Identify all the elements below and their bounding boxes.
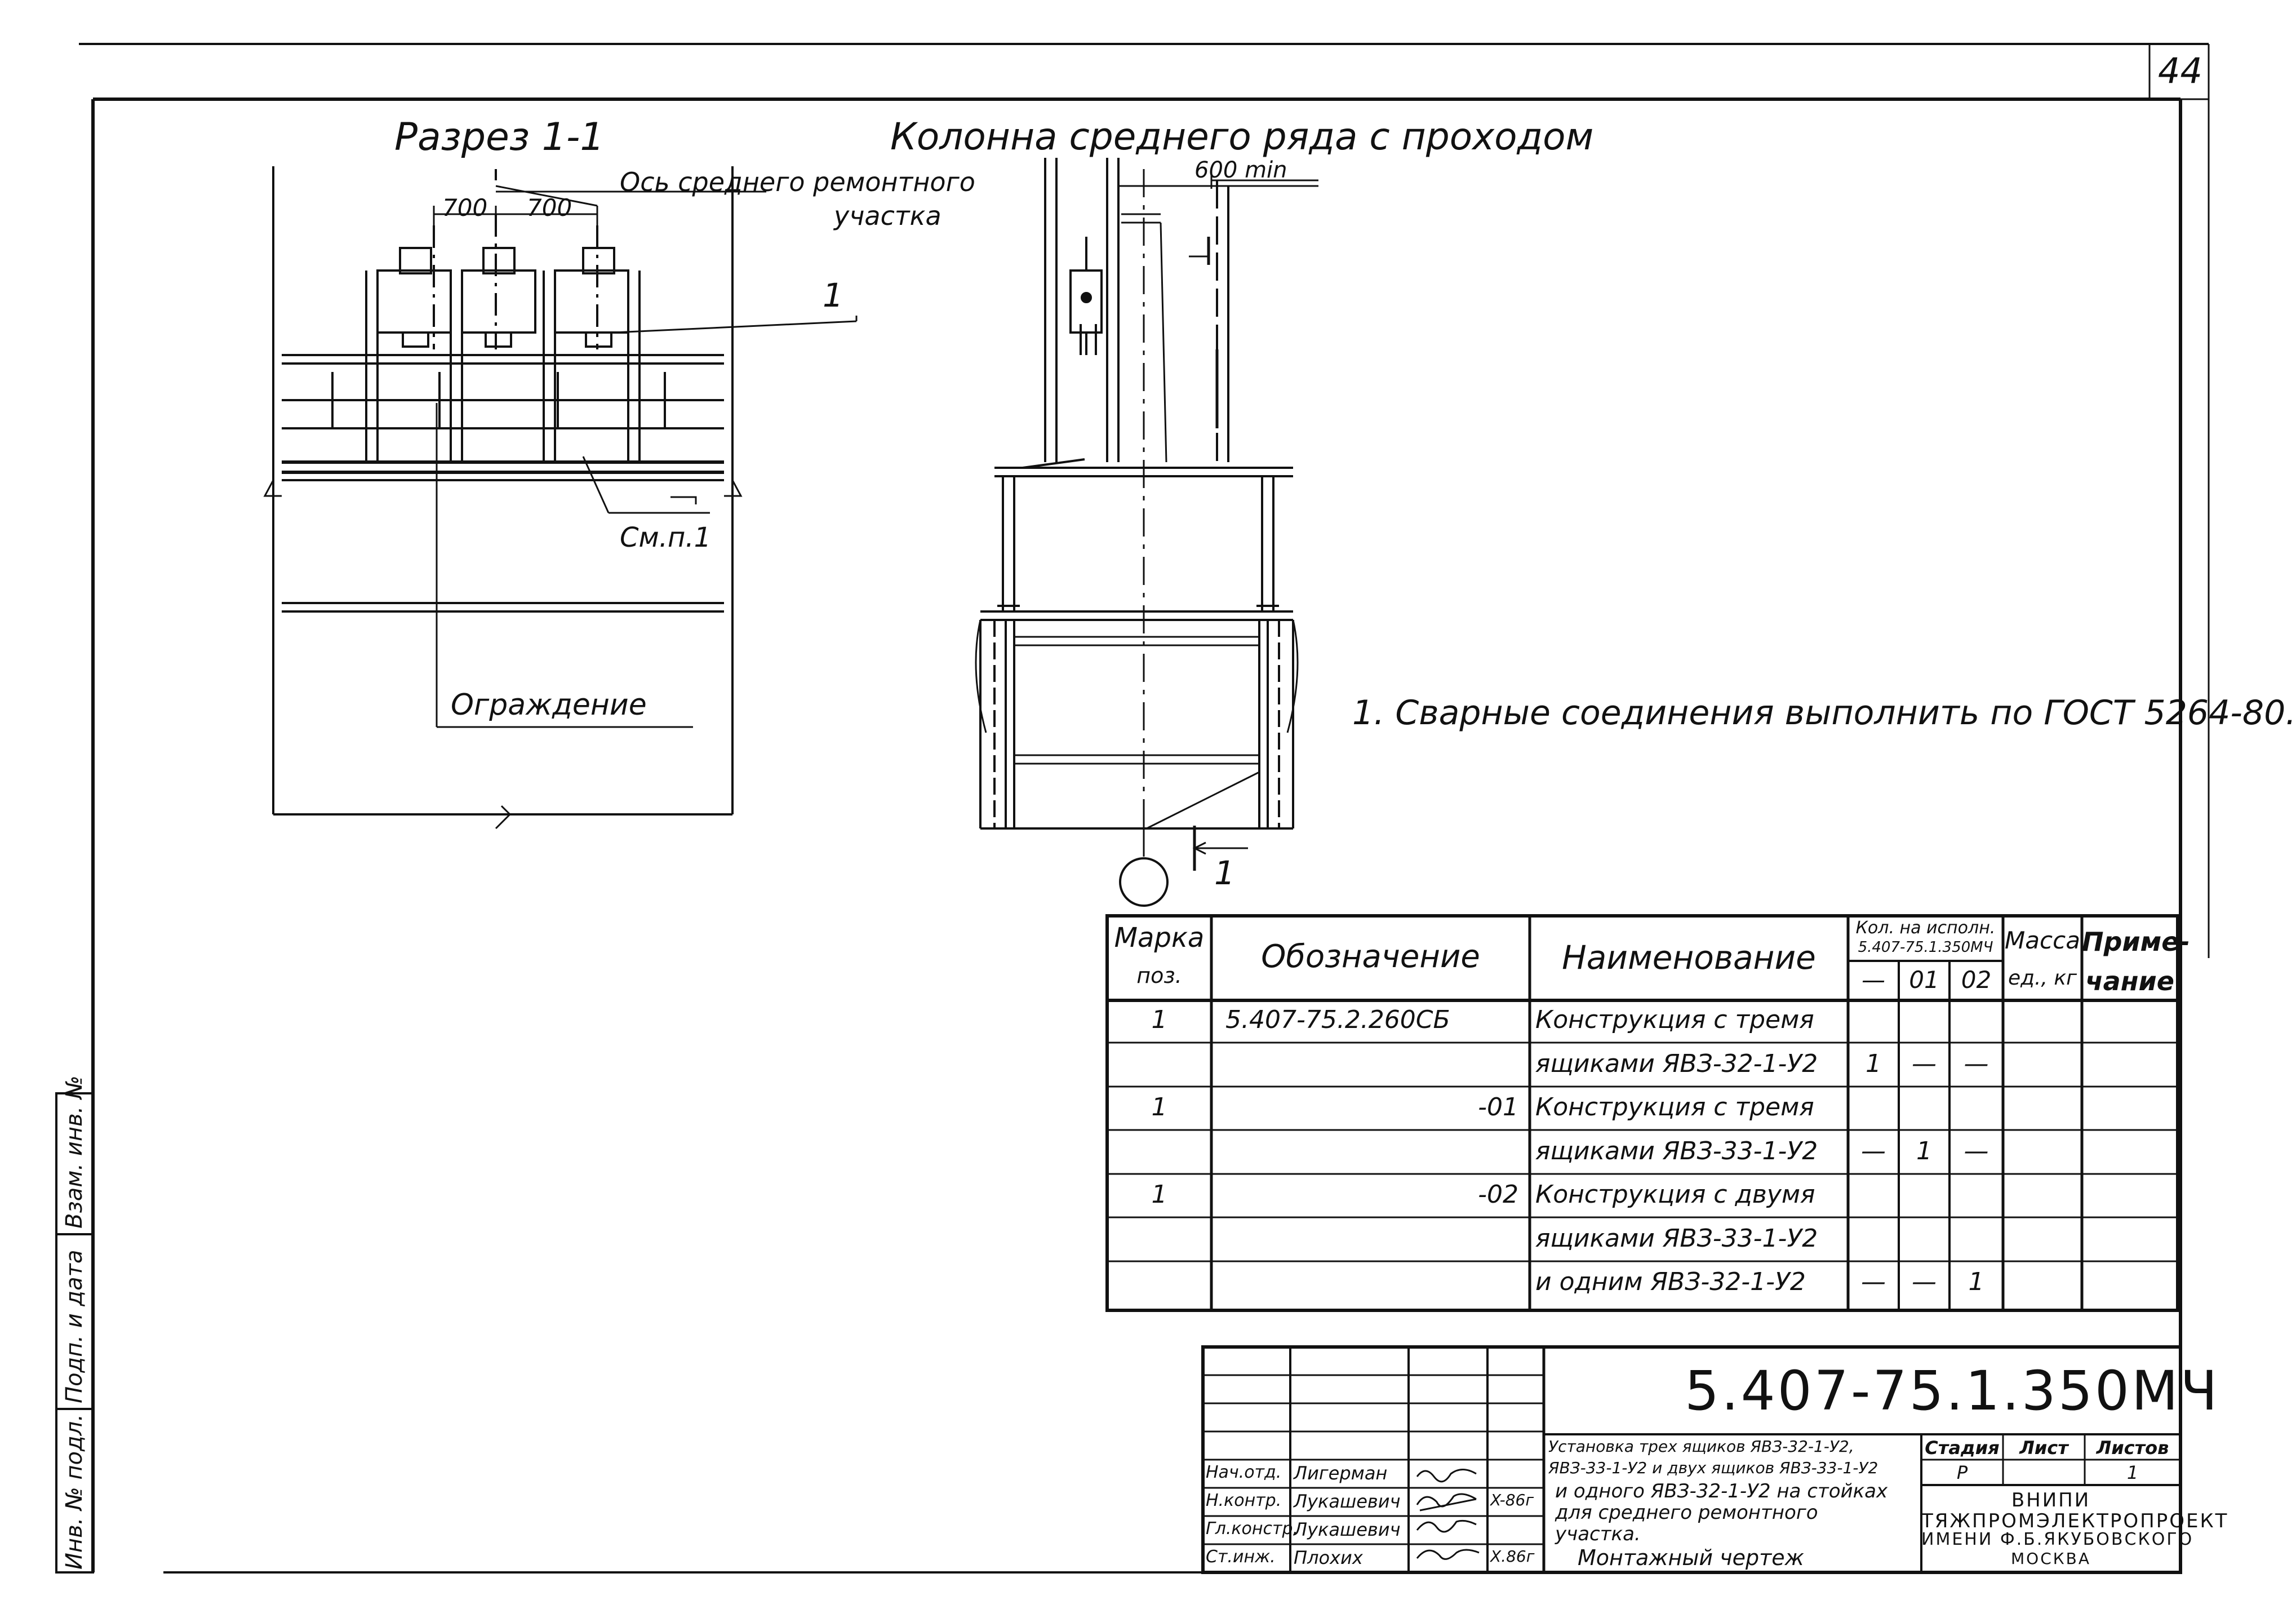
spec-cell-q0: 1: [1866, 1049, 1881, 1078]
cabinet-box-right: [543, 247, 641, 462]
spec-cell-name: и одним ЯВЗ-32-1-У2: [1535, 1267, 1806, 1296]
page-number: 44: [2158, 50, 2202, 91]
description-line: и одного ЯВЗ-32-1-У2 на стойках: [1555, 1480, 1888, 1503]
signature-name: Лукашевич: [1294, 1519, 1401, 1540]
signature-date: X-86г: [1490, 1491, 1534, 1509]
section-title: Разрез 1-1: [394, 115, 605, 159]
dimension-600-min: 600 min: [1194, 157, 1287, 183]
signature-name: Плохих: [1294, 1547, 1363, 1568]
spec-cell-q2: —: [1964, 1136, 1989, 1165]
spec-table-grid: [1105, 914, 2179, 1312]
side-stamp-inv-original: Инв. № подл.: [61, 1414, 87, 1570]
organization-line: ТЯЖПРОМЭЛЕКТРОПРОЕКТ: [1921, 1510, 2229, 1532]
header-mass-line1: Масса: [2005, 927, 2080, 954]
signature-role: Нач.отд.: [1206, 1462, 1282, 1482]
side-stamp-frame: [55, 1092, 94, 1574]
header-name: Наименование: [1562, 938, 1816, 977]
spec-cell-designation: -01: [1478, 1093, 1518, 1122]
spec-cell-designation: -02: [1478, 1180, 1518, 1209]
header-designation: Обозначение: [1261, 938, 1480, 975]
spec-cell-q2: —: [1964, 1049, 1989, 1078]
header-mass-line2: ед., кг: [2008, 967, 2077, 990]
section-mark-number: 1: [1214, 854, 1235, 892]
description-line: участка.: [1555, 1523, 1641, 1545]
spec-cell-q0: —: [1861, 1267, 1886, 1296]
note-welding: 1. Сварные соединения выполнить по ГОСТ …: [1352, 693, 2296, 733]
spec-cell-name: Конструкция с тремя: [1535, 1005, 1814, 1034]
cabinet-box-middle: [450, 247, 536, 462]
stage-value: Р: [1956, 1462, 1968, 1483]
description-line: ЯВЗ-33-1-У2 и двух ящиков ЯВЗ-33-1-У2: [1548, 1459, 1878, 1477]
spec-cell-q1: —: [1912, 1267, 1937, 1296]
axis-label-line1: Ось среднего ремонтного: [620, 167, 975, 197]
spec-cell-mark: 1: [1151, 1180, 1167, 1209]
spec-cell-mark: 1: [1151, 1093, 1167, 1122]
description-line: Установка трех ящиков ЯВЗ-32-1-У2,: [1548, 1437, 1854, 1456]
callout-number: 1: [823, 276, 843, 314]
sheet-label: Лист: [2019, 1437, 2068, 1459]
document-code: 5.407-75.1.350МЧ: [1685, 1359, 2220, 1422]
dimension-700-right: 700: [527, 194, 572, 221]
signature-role: Ст.инж.: [1206, 1547, 1276, 1567]
spec-cell-name: Конструкция с двумя: [1535, 1180, 1815, 1209]
spec-cell-name: ящиками ЯВЗ-33-1-У2: [1535, 1224, 1818, 1253]
title-block-grid: [1201, 1345, 2182, 1574]
organization-line: ВНИПИ: [2011, 1489, 2091, 1512]
header-qty-col-0: —: [1862, 966, 1885, 994]
organization-line: МОСКВА: [2011, 1549, 2091, 1568]
side-stamp-replace-inv: Взам. инв. №: [61, 1075, 87, 1229]
header-mark-line1: Марка: [1114, 922, 1205, 954]
signature-role: Гл.констр.: [1206, 1519, 1299, 1539]
spec-cell-name: Конструкция с тремя: [1535, 1093, 1814, 1122]
signature-name: Лигерман: [1294, 1462, 1388, 1484]
axis-label-line2: участка: [834, 201, 942, 231]
header-qty-col-2: 02: [1961, 966, 1992, 994]
spec-cell-q1: —: [1912, 1049, 1937, 1078]
spec-cell-mark: 1: [1151, 1005, 1167, 1034]
signature-name: Лукашевич: [1294, 1491, 1401, 1512]
drawing-type: Монтажный чертеж: [1578, 1545, 1804, 1570]
spec-cell-q0: —: [1861, 1136, 1886, 1165]
spec-cell-q2: 1: [1968, 1267, 1984, 1296]
sheet-frame: [79, 43, 2210, 1574]
header-note-line1: Приме-: [2082, 927, 2190, 957]
sheets-value: 1: [2126, 1462, 2139, 1483]
signature-scribbles: [1416, 1469, 1480, 1560]
spec-cell-designation: 5.407-75.2.260СБ: [1225, 1005, 1450, 1034]
column-title: Колонна среднего ряда с проходом: [890, 115, 1594, 158]
section-1-1-drawing: [263, 166, 858, 830]
signature-date: X.86г: [1490, 1547, 1535, 1566]
header-qty-col-1: 01: [1909, 966, 1939, 994]
header-qty-line1: Кол. на исполн.: [1855, 918, 1996, 938]
sheets-label: Листов: [2096, 1437, 2169, 1459]
header-qty-line2: 5.407-75.1.350МЧ: [1858, 939, 1993, 956]
column-elevation-drawing: [975, 158, 1318, 907]
spec-cell-name: ящиками ЯВЗ-33-1-У2: [1535, 1136, 1818, 1165]
spec-cell-q1: 1: [1916, 1136, 1932, 1165]
signature-role: Н.контр.: [1206, 1491, 1282, 1510]
stage-label: Стадия: [1925, 1437, 2000, 1459]
side-stamp-sign-date: Подп. и дата: [61, 1249, 87, 1403]
organization-line: ИМЕНИ Ф.Б.ЯКУБОВСКОГО: [1921, 1530, 2194, 1549]
header-note-line2: чание: [2085, 966, 2174, 996]
header-mark-line2: поз.: [1136, 963, 1182, 988]
fence-label: Ограждение: [451, 688, 647, 722]
see-note-label: См.п.1: [620, 522, 712, 553]
description-line: для среднего ремонтного: [1555, 1501, 1818, 1524]
dimension-700-left: 700: [442, 194, 488, 221]
spec-cell-name: ящиками ЯВЗ-32-1-У2: [1535, 1049, 1818, 1078]
